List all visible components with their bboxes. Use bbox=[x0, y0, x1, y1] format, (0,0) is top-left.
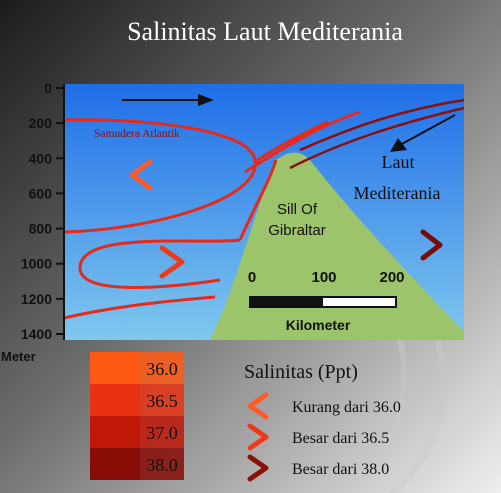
chevron-greater-than-38-icon bbox=[420, 229, 443, 261]
chevron-less-than-36-icon bbox=[129, 159, 153, 191]
contour-line-upper-2 bbox=[244, 110, 361, 174]
dark-contour-1 bbox=[299, 98, 465, 152]
legend-chevron-icon bbox=[247, 392, 269, 420]
scale-bar-filled-segment bbox=[250, 297, 323, 307]
depth-tick-label: 600 bbox=[29, 185, 53, 201]
legend-chevron-icon bbox=[247, 454, 269, 482]
contour-line-lower-loop bbox=[78, 238, 241, 289]
chevron-greater-than-36-5-icon bbox=[159, 245, 185, 279]
depth-axis: 0 200 400 600 800 1000 1200 1400 bbox=[21, 80, 65, 342]
salinity-key-value: 36.0 bbox=[146, 359, 178, 379]
legend-item-label: Kurang dari 36.0 bbox=[292, 399, 401, 416]
contour-line-upper-loop bbox=[63, 118, 257, 234]
sill-of-gibraltar bbox=[210, 152, 464, 340]
salinity-key-value: 37.0 bbox=[146, 423, 178, 443]
salinity-key-swatch bbox=[90, 448, 140, 480]
label-sill-line1: Sill Of bbox=[277, 201, 318, 218]
dark-contour-2 bbox=[289, 106, 465, 170]
legend-item-label: Besar dari 36.5 bbox=[292, 430, 389, 447]
contour-line-bottom bbox=[63, 295, 216, 320]
salinity-key-value-cell bbox=[140, 352, 184, 384]
depth-tick-label: 800 bbox=[29, 221, 53, 237]
salinity-key-value: 36.5 bbox=[146, 391, 178, 411]
salinity-key-swatch bbox=[90, 384, 140, 416]
depth-tick-label: 400 bbox=[29, 150, 53, 166]
scale-unit-label: Kilometer bbox=[286, 317, 351, 333]
depth-unit-label: Meter bbox=[1, 349, 36, 364]
label-mediterranean-line2: Mediterania bbox=[354, 183, 441, 203]
scale-tick-0: 0 bbox=[248, 269, 256, 286]
salinity-key-value-cell bbox=[140, 448, 184, 480]
diagram-title: Salinitas Laut Mediterania bbox=[127, 17, 403, 46]
depth-tick-label: 0 bbox=[44, 80, 52, 96]
salinity-contours bbox=[63, 110, 361, 320]
contour-line-sill-edge bbox=[238, 159, 278, 241]
depth-tick-label: 1200 bbox=[21, 291, 52, 307]
salinity-key-swatch bbox=[90, 352, 140, 384]
label-sill-line2: Gibraltar bbox=[268, 222, 326, 239]
depth-tick-label: 1400 bbox=[21, 326, 52, 342]
salinity-color-key: 36.0 36.5 37.0 38.0 bbox=[90, 352, 184, 480]
depth-tick-label: 200 bbox=[29, 115, 53, 131]
salinity-key-value-cell bbox=[140, 416, 184, 448]
legend-chevron-icon bbox=[247, 423, 269, 451]
scale-tick-100: 100 bbox=[311, 269, 336, 286]
legend-item-label: Besar dari 38.0 bbox=[292, 461, 389, 478]
scale-bar: 0 100 200 Kilometer bbox=[248, 269, 405, 333]
inflow-arrow bbox=[122, 94, 214, 106]
contour-line-upper-connector bbox=[254, 120, 329, 164]
outflow-arrow bbox=[390, 114, 456, 152]
dark-salinity-contours bbox=[289, 98, 465, 170]
legend-title: Salinitas (Ppt) bbox=[244, 361, 358, 383]
salinity-key-value-cell bbox=[140, 384, 184, 416]
label-mediterranean-line1: Laut bbox=[382, 152, 415, 172]
label-atlantic: Samudera Atlantik bbox=[94, 128, 180, 140]
depth-tick-label: 1000 bbox=[21, 256, 52, 272]
salinity-key-value: 38.0 bbox=[146, 455, 178, 475]
scale-tick-200: 200 bbox=[379, 269, 404, 286]
salinity-key-swatch bbox=[90, 416, 140, 448]
